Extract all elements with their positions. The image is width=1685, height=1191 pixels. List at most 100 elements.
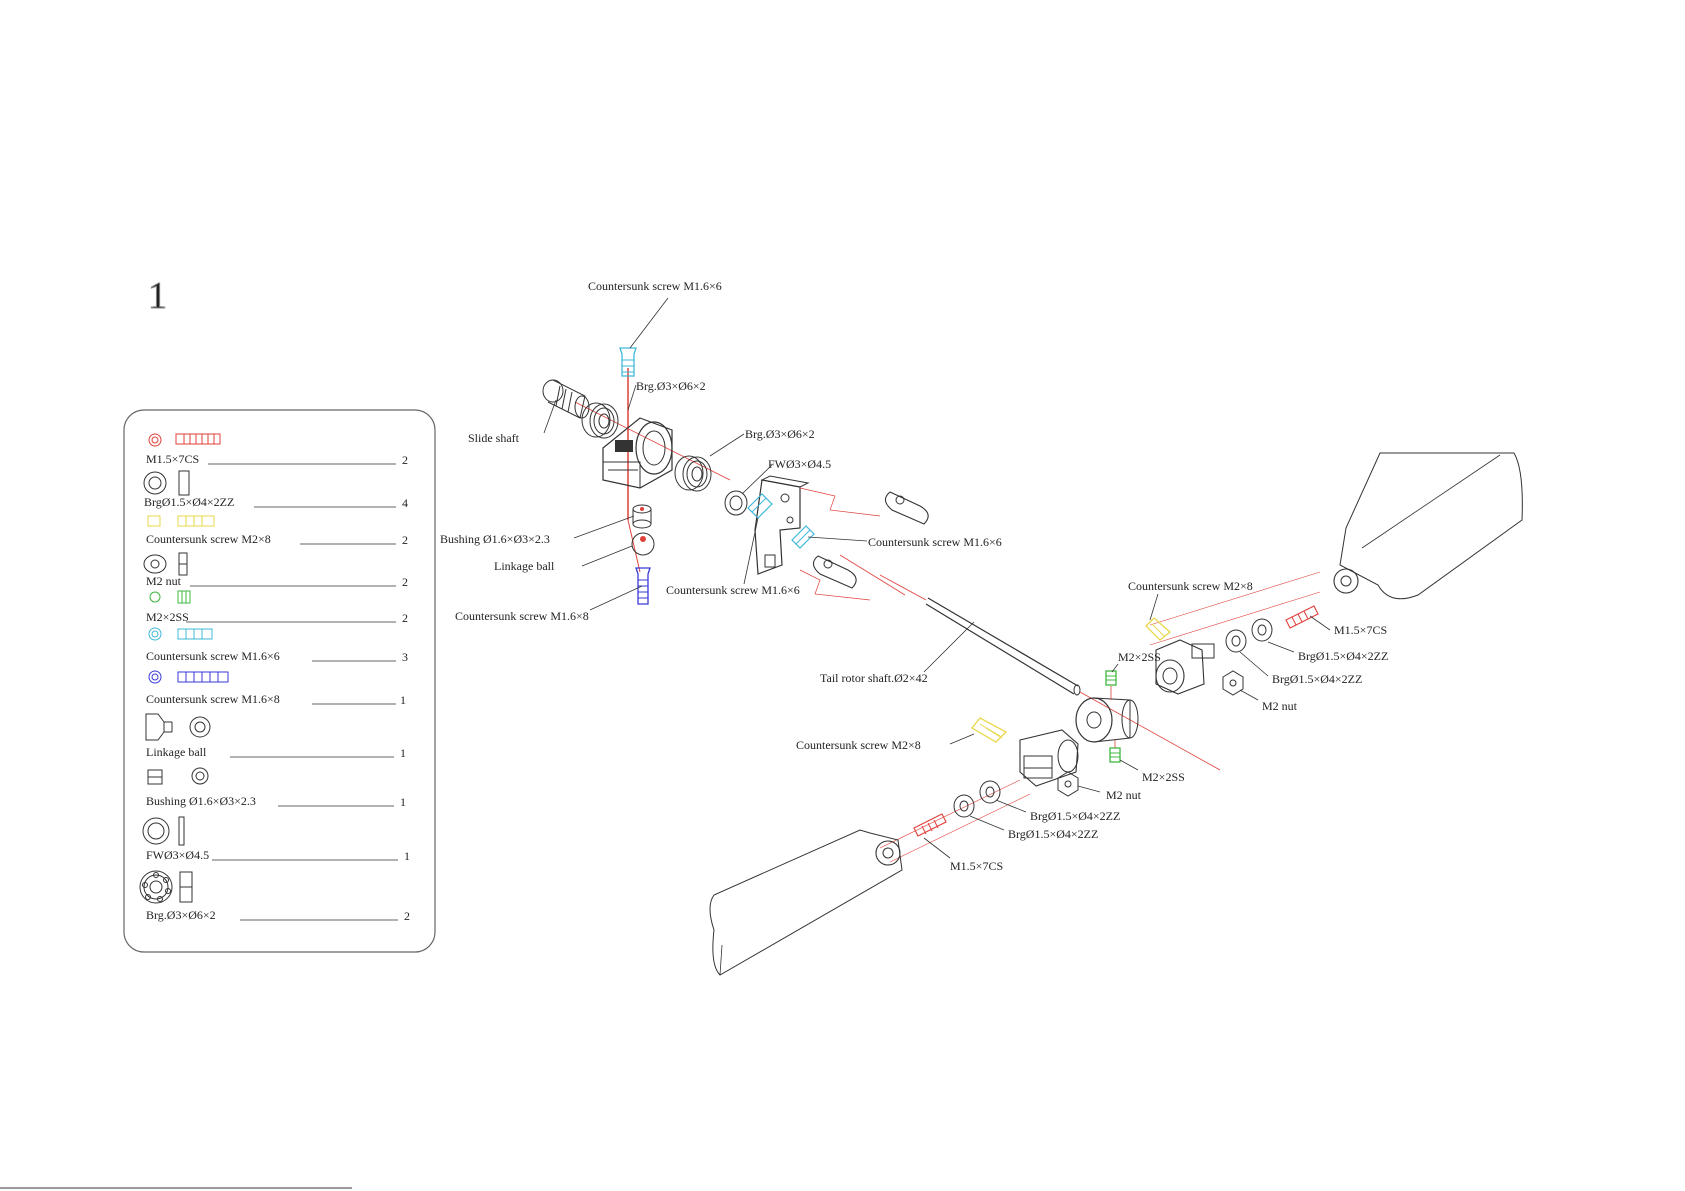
parts-list-row: M2×2SS 2 (146, 590, 408, 625)
left-blade-grip (879, 729, 1079, 863)
parts-list-item-qty: 2 (402, 453, 408, 467)
left-cs-screw-m2x8 (971, 717, 1008, 743)
linkage-ball-icon (145, 713, 211, 741)
parts-list-row: M2 nut 2 (143, 552, 408, 589)
tail-rotor-hub (1075, 697, 1139, 743)
parts-list-item-name: BrgØ1.5×Ø4×2ZZ (144, 495, 234, 509)
callout-tail-rotor-shaft: Tail rotor shaft.Ø2×42 (820, 671, 928, 685)
countersunk-screw-m16x6-top (619, 347, 637, 377)
countersunk-screw-icon (148, 670, 229, 684)
parts-list-item-qty: 2 (402, 575, 408, 589)
parts-list-item-name: Bushing Ø1.6×Ø3×2.3 (146, 794, 256, 808)
parts-list-item-name: Countersunk screw M1.6×6 (146, 649, 280, 663)
parts-list-row: Bushing Ø1.6×Ø3×2.3 1 (146, 767, 406, 809)
countersunk-screw-m16x8 (635, 567, 651, 605)
left-blade (709, 829, 903, 976)
right-cs-screw-m2x8 (1145, 617, 1172, 641)
tail-rotor-shaft (879, 574, 1221, 771)
bearing-03x06x2-a (581, 402, 619, 439)
parts-list-item-name: Countersunk screw M1.6×8 (146, 692, 280, 706)
callout-cs-m2x8-right: Countersunk screw M2×8 (1128, 579, 1253, 593)
parts-list-item-qty: 2 (402, 533, 408, 547)
slide-shaft (542, 379, 590, 419)
pitch-bellcrank (754, 475, 810, 575)
parts-list-item-qty: 1 (404, 849, 410, 863)
parts-list-item-name: Brg.Ø3×Ø6×2 (146, 908, 216, 922)
right-blade-grip (1149, 571, 1321, 695)
right-bearing-a (1225, 629, 1247, 653)
left-bearing-b (953, 794, 975, 818)
flat-washer (724, 490, 748, 516)
parts-list-row: Countersunk screw M2×8 2 (146, 515, 408, 547)
right-blade (1333, 452, 1523, 600)
washer-icon (142, 816, 185, 846)
callout-cs-m16x8: Countersunk screw M1.6×8 (455, 609, 589, 623)
nut-icon (143, 552, 188, 576)
callout-brg-15-right-b: BrgØ1.5×Ø4×2ZZ (1272, 672, 1362, 686)
bearing-icon (139, 870, 193, 904)
parts-list-row: Brg.Ø3×Ø6×2 2 (139, 870, 410, 923)
countersunk-screw-icon (148, 433, 221, 447)
parts-list-item-name: Countersunk screw M2×8 (146, 532, 271, 546)
parts-list-item-name: M2×2SS (146, 610, 189, 624)
callout-brg-15-left-b: BrgØ1.5×Ø4×2ZZ (1008, 827, 1098, 841)
callout-m2nut-left: M2 nut (1106, 788, 1142, 802)
callout-brg-036x2-a: Brg.Ø3×Ø6×2 (636, 379, 706, 393)
parts-list-panel: M1.5×7CS 2 BrgØ1.5×Ø4×2ZZ 4 Co (123, 409, 436, 953)
callout-leaders (543, 297, 1331, 859)
linkage-ball (631, 532, 655, 556)
parts-list-item-qty: 2 (402, 611, 408, 625)
parts-list-item-qty: 1 (400, 746, 406, 760)
countersunk-screw-m16x6-mid (747, 493, 773, 519)
pitch-slider-block (602, 417, 673, 489)
parts-list-item-qty: 1 (400, 693, 406, 707)
callout-m2x2ss-top: M2×2SS (1118, 650, 1161, 664)
parts-list-item-name: Linkage ball (146, 745, 207, 759)
callout-m15x7cs-right: M1.5×7CS (1334, 623, 1387, 637)
parts-list-item-name: M2 nut (146, 574, 182, 588)
callout-slide-shaft: Slide shaft (468, 431, 520, 445)
left-bearing-a (979, 780, 1001, 804)
right-bearing-b (1251, 618, 1273, 642)
callout-m15x7cs-left: M1.5×7CS (950, 859, 1003, 873)
parts-list-item-qty: 2 (404, 909, 410, 923)
parts-list-row: BrgØ1.5×Ø4×2ZZ 4 (143, 470, 408, 510)
parts-list-item-qty: 4 (402, 496, 408, 510)
bushing (632, 504, 652, 529)
parts-list-row: Linkage ball 1 (145, 713, 406, 760)
parts-list-row: FWØ3×Ø4.5 1 (142, 816, 410, 863)
callout-cs-m16x6-top: Countersunk screw M1.6×6 (588, 279, 722, 293)
callout-cs-m2x8-left: Countersunk screw M2×8 (796, 738, 921, 752)
parts-list-row: Countersunk screw M1.6×6 3 (146, 627, 408, 664)
callout-fw-03x45: FWØ3×Ø4.5 (768, 457, 831, 471)
parts-list-row: Countersunk screw M1.6×8 1 (146, 670, 406, 707)
step-number: 1 (148, 275, 167, 317)
callout-brg-15-right-a: BrgØ1.5×Ø4×2ZZ (1298, 649, 1388, 663)
left-m2-nut (1057, 771, 1079, 797)
pitch-link-lower (812, 555, 857, 589)
right-m15x7cs-screw (1285, 605, 1319, 629)
callout-brg-15-left-a: BrgØ1.5×Ø4×2ZZ (1030, 809, 1120, 823)
countersunk-screw-icon (148, 627, 213, 641)
right-m2-nut (1222, 670, 1244, 696)
set-screw-m2x2ss-bottom (1109, 747, 1121, 763)
parts-list-item-qty: 3 (402, 650, 408, 664)
left-m15x7cs-screw (913, 813, 947, 837)
callout-linkage-ball: Linkage ball (494, 559, 555, 573)
parts-list-row: M1.5×7CS 2 (146, 433, 408, 467)
bushing-icon (147, 767, 209, 785)
parts-list-item-name: FWØ3×Ø4.5 (146, 848, 209, 862)
bearing-icon (143, 470, 190, 496)
bearing-03x06x2-b (674, 455, 712, 492)
callout-cs-m16x6-right: Countersunk screw M1.6×6 (868, 535, 1002, 549)
callout-brg-036x2-b: Brg.Ø3×Ø6×2 (745, 427, 815, 441)
tail-pitch-slider-assembly (542, 347, 929, 605)
callout-bushing: Bushing Ø1.6×Ø3×2.3 (440, 532, 550, 546)
countersunk-screw-icon (147, 515, 215, 527)
pitch-link-upper (884, 491, 929, 525)
set-screw-icon (149, 590, 191, 604)
parts-list-item-qty: 1 (400, 795, 406, 809)
callout-m2x2ss-bottom: M2×2SS (1142, 770, 1185, 784)
callout-cs-m16x6-mid: Countersunk screw M1.6×6 (666, 583, 800, 597)
callout-labels: Countersunk screw M1.6×6 Brg.Ø3×Ø6×2 Sli… (440, 279, 1388, 873)
